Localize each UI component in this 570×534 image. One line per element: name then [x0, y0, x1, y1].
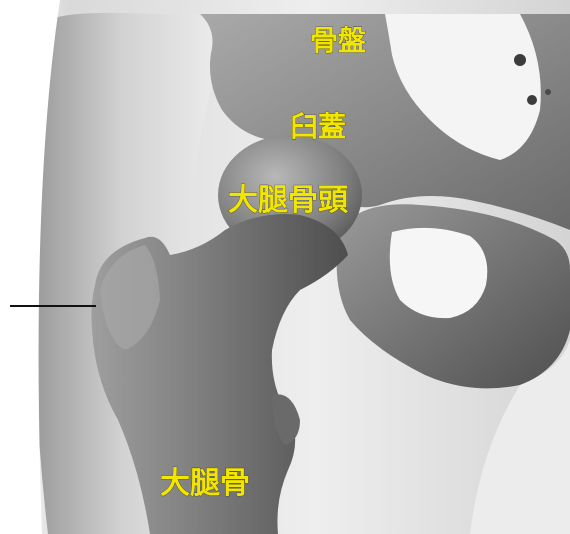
label-pelvis: 骨盤 — [310, 24, 367, 57]
label-acetabulum: 臼蓋 — [290, 110, 346, 143]
label-femoral-head: 大腿骨頭 — [228, 183, 349, 218]
label-femur: 大腿骨 — [160, 466, 250, 501]
